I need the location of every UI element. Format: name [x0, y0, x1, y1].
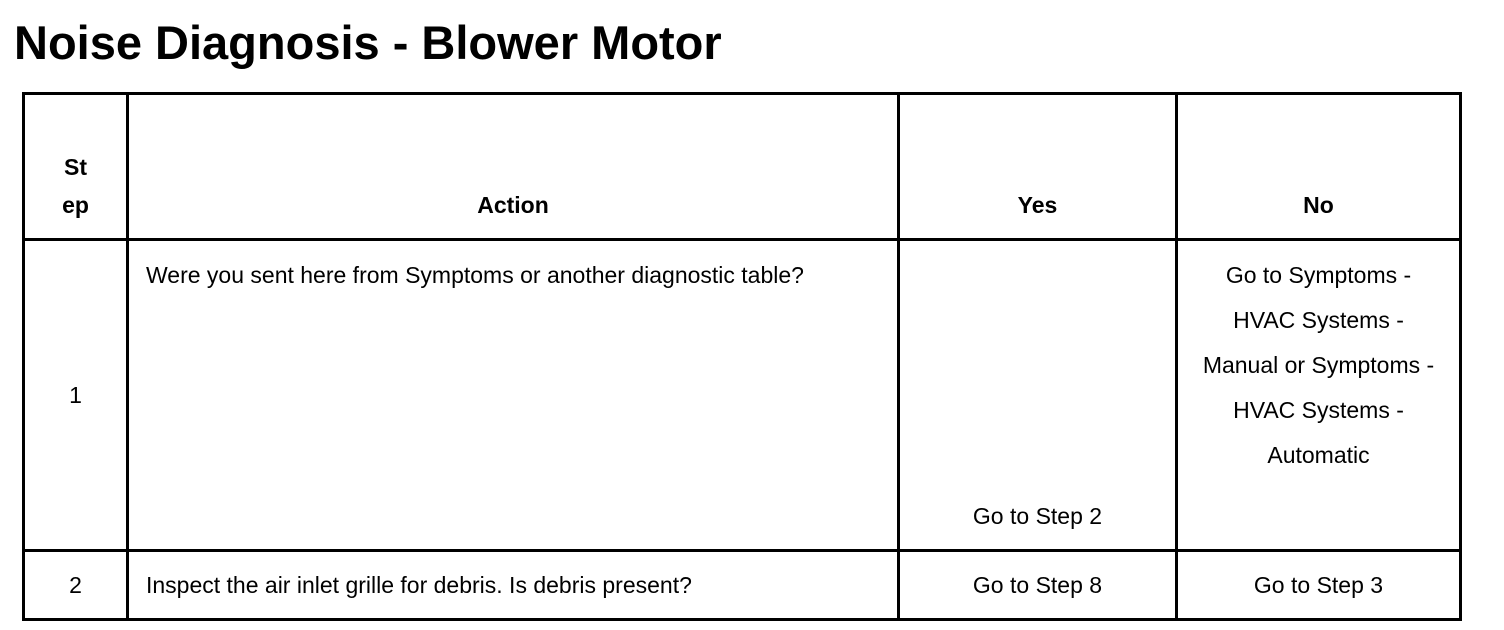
step-number: 2	[22, 549, 129, 621]
action-text: Were you sent here from Symptoms or anot…	[126, 238, 900, 552]
document-title: Noise Diagnosis - Blower Motor	[14, 16, 722, 69]
header-row: Step Action Yes No	[22, 92, 1462, 241]
header-action: Action	[126, 92, 900, 241]
step-number: 1	[22, 238, 129, 552]
header-step: Step	[22, 92, 129, 241]
no-outcome: Go to Step 3	[1175, 549, 1462, 621]
header-yes: Yes	[897, 92, 1178, 241]
table-row: 1 Were you sent here from Symptoms or an…	[22, 238, 1462, 552]
yes-outcome: Go to Step 8	[897, 549, 1178, 621]
header-no: No	[1175, 92, 1462, 241]
no-outcome: Go to Symptoms - HVAC Systems - Manual o…	[1175, 238, 1462, 552]
action-text: Inspect the air inlet grille for debris.…	[126, 549, 900, 621]
diagnostic-table: Step Action Yes No 1 Were you sent here …	[22, 92, 1462, 621]
yes-outcome: Go to Step 2	[897, 238, 1178, 552]
table-row: 2 Inspect the air inlet grille for debri…	[22, 549, 1462, 621]
